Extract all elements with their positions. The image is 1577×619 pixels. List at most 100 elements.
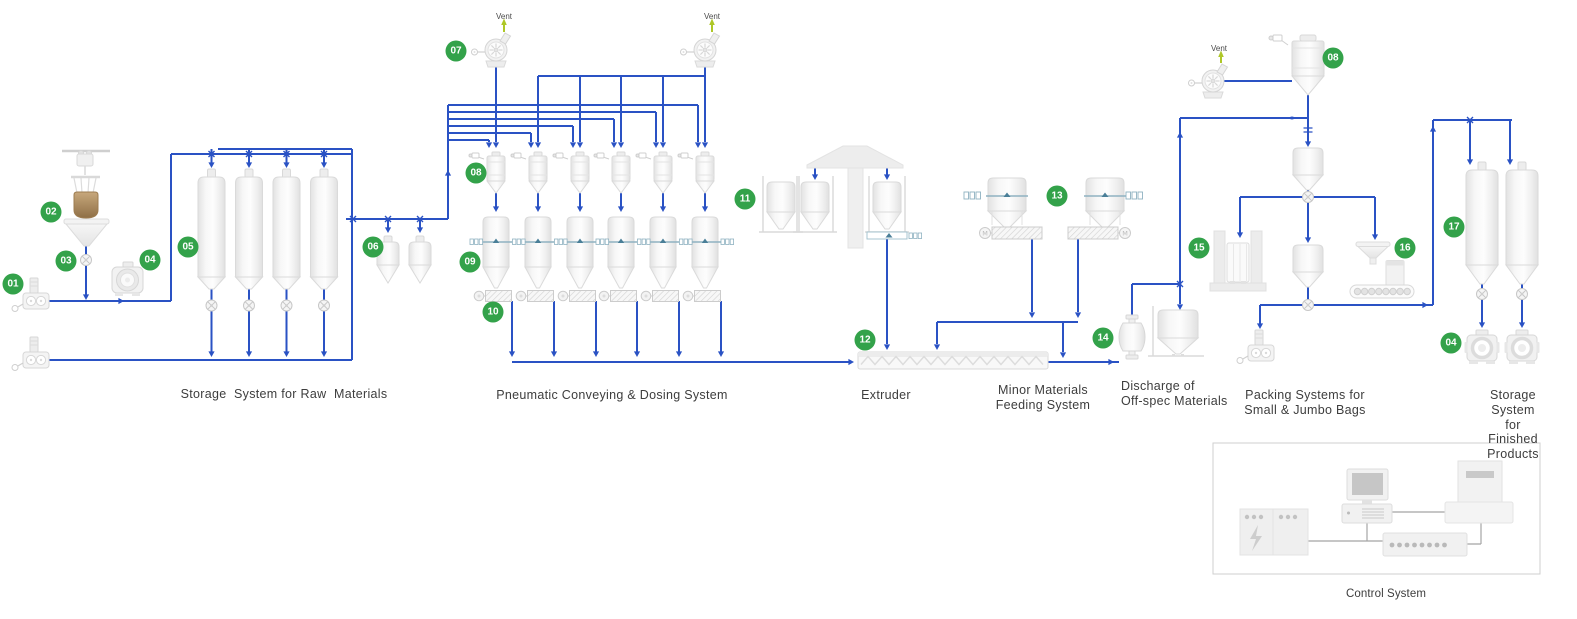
operator-computer — [1341, 468, 1393, 524]
cyclone-receiver-6 — [677, 151, 715, 194]
badge-08: 08 — [465, 162, 487, 184]
minor-material-hopper-2 — [1083, 177, 1127, 229]
raw-material-silo-3 — [272, 168, 301, 290]
screw-feeder-2 — [515, 290, 554, 302]
control-cabinet — [1272, 508, 1309, 556]
tower-roof — [806, 145, 904, 169]
dosing-hopper-5 — [646, 216, 680, 289]
vent-label-3: Vent — [1210, 44, 1228, 53]
badge-09: 09 — [459, 251, 481, 273]
badge-14: 14 — [1092, 327, 1114, 349]
vent-label-2: Vent — [703, 12, 721, 21]
cyclone-receiver-3 — [552, 151, 590, 194]
packing-rotary-feeder — [1236, 329, 1275, 365]
level-indicator — [1125, 191, 1143, 200]
level-indicator — [637, 238, 651, 245]
level-indicator — [908, 232, 922, 239]
conveying-blower-2 — [679, 32, 721, 68]
rotary-discharger-2 — [1502, 328, 1542, 366]
badge-13: 13 — [1046, 185, 1068, 207]
packing-hopper — [1292, 244, 1324, 288]
badge-06: 06 — [362, 236, 384, 258]
finished-silo-valve-2 — [1516, 288, 1528, 300]
badge-01: 01 — [2, 273, 24, 295]
power-cabinet — [1239, 508, 1274, 556]
vent-arrows — [501, 18, 1224, 63]
roots-blower — [111, 261, 144, 297]
vent-label-1: Vent — [495, 12, 513, 21]
label-finished-storage: Storage System for Finished Products — [1487, 388, 1539, 461]
label-control-system: Control System — [1345, 588, 1427, 600]
pipes-extruder — [811, 116, 1308, 366]
buffer-hopper-2 — [408, 235, 432, 284]
dosing-hopper-6 — [688, 216, 722, 289]
pipe-network — [48, 63, 1526, 366]
equipment-extruder-area — [758, 145, 1205, 370]
label-extruder: Extruder — [861, 388, 911, 402]
badge-17: 17 — [1443, 216, 1465, 238]
pipes-raw-storage — [48, 148, 353, 361]
level-indicator — [679, 238, 693, 245]
extruder — [857, 351, 1049, 370]
badge-11: 11 — [734, 188, 756, 210]
badge-03: 03 — [55, 250, 77, 272]
finished-silo-valve-1 — [1476, 288, 1488, 300]
badge-12: 12 — [854, 329, 876, 351]
badge-15: 15 — [1188, 237, 1210, 259]
badge-10: 10 — [482, 301, 504, 323]
packing-hopper-valve — [1302, 299, 1314, 311]
pipes-packing — [1224, 80, 1526, 329]
raw-material-silo-2 — [235, 168, 263, 290]
bag-unloading-hoist — [62, 149, 110, 194]
equipment-raw-storage — [11, 149, 432, 372]
badge-04: 04 — [1440, 332, 1462, 354]
feeding-hopper-3 — [864, 175, 910, 233]
screw-feeder-6 — [682, 290, 721, 302]
product-cyclone — [1268, 34, 1325, 96]
pipes-pneumatic — [346, 63, 854, 366]
label-pneumatic: Pneumatic Conveying & Dosing System — [496, 388, 728, 402]
small-bag — [1385, 260, 1405, 286]
screw-feeder-3 — [557, 290, 596, 302]
jumbo-bag — [73, 191, 99, 219]
raw-material-silo-1 — [197, 168, 226, 290]
dosing-hopper-4 — [604, 216, 638, 289]
screw-feeder-5 — [640, 290, 679, 302]
level-indicator — [469, 238, 484, 245]
badge-16: 16 — [1394, 237, 1416, 259]
minor-screw-feeder-2 — [1067, 226, 1120, 240]
rotary-discharger-1 — [1462, 328, 1502, 366]
plc-server — [1444, 460, 1514, 524]
slide-gate — [866, 231, 908, 240]
jumbo-bag-filling-station — [1209, 230, 1267, 292]
level-indicator — [595, 238, 609, 245]
label-minor-materials: Minor Materials Feeding System — [995, 383, 1091, 412]
diverter-airlock — [1118, 314, 1146, 360]
support-tower — [847, 167, 864, 249]
silo-valve-2 — [243, 299, 255, 312]
level-indicator — [720, 238, 734, 245]
silo-valve-3 — [280, 299, 293, 312]
small-bag-filling-funnel — [1355, 241, 1391, 265]
conveying-blower-1 — [470, 32, 512, 68]
lightning-icon — [1250, 525, 1262, 551]
equipment-finished-storage — [1462, 161, 1542, 366]
off-spec-hopper — [1147, 305, 1205, 358]
screw-feeder-4 — [598, 290, 637, 302]
badge-07: 07 — [445, 40, 467, 62]
screw-feeder-1 — [473, 290, 512, 302]
control-system — [1212, 442, 1541, 575]
badge-02: 02 — [40, 201, 62, 223]
receiving-funnel — [63, 218, 110, 247]
minor-material-hopper-1 — [985, 177, 1029, 229]
cyclone-receiver-4 — [593, 151, 631, 194]
dosing-hopper-2 — [521, 216, 555, 289]
badge-05: 05 — [177, 236, 199, 258]
equipment-pneumatic — [468, 32, 734, 302]
label-raw-storage: Storage System for Raw Materials — [180, 387, 388, 401]
bag-conveyor — [1349, 284, 1415, 299]
level-indicator — [963, 191, 981, 200]
label-off-spec: Discharge of Off-spec Materials — [1121, 379, 1228, 408]
